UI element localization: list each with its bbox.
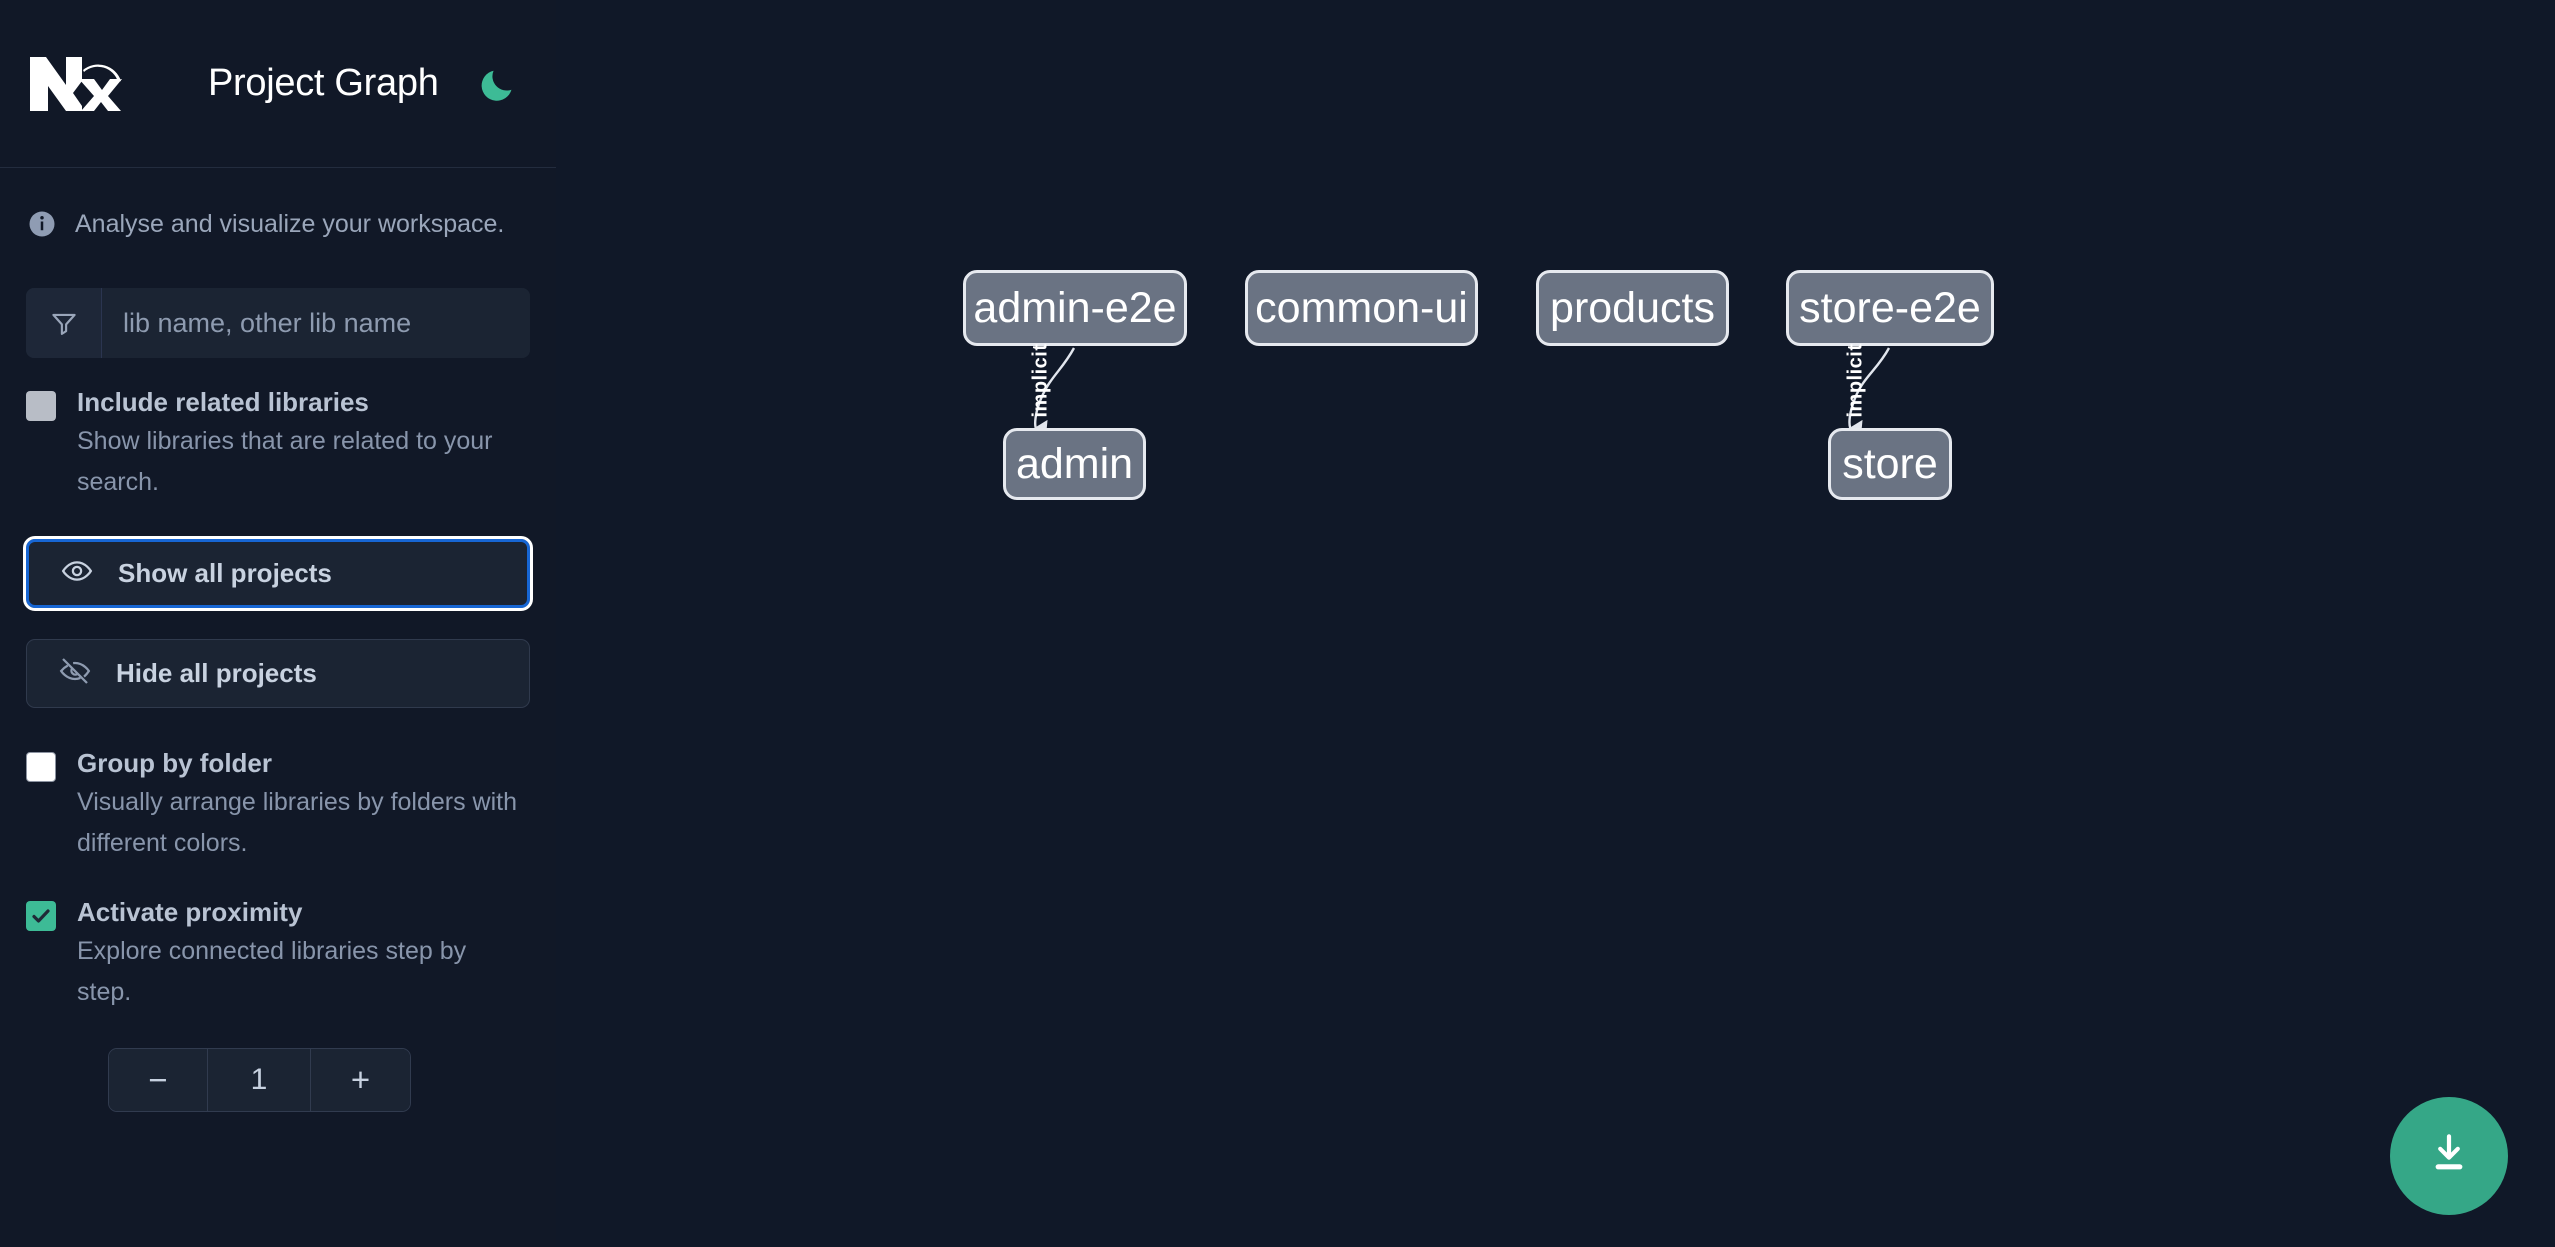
- page-title: Project Graph: [208, 62, 439, 104]
- proximity-increment-button[interactable]: +: [311, 1049, 410, 1111]
- graph-node-common-ui[interactable]: common-ui: [1245, 270, 1478, 346]
- option-group-by-folder[interactable]: Group by folder Visually arrange librari…: [0, 748, 556, 864]
- eye-off-icon: [59, 655, 91, 692]
- option-title: Group by folder: [77, 748, 272, 778]
- filter-icon: [26, 288, 102, 358]
- eye-icon: [61, 555, 93, 592]
- proximity-decrement-button[interactable]: −: [109, 1049, 208, 1111]
- graph-node-store-e2e[interactable]: store-e2e: [1786, 270, 1994, 346]
- option-include-related[interactable]: Include related libraries Show libraries…: [0, 387, 556, 503]
- group-by-folder-checkbox[interactable]: [26, 752, 56, 782]
- visibility-buttons: Show all projects Hide all projects: [0, 536, 556, 708]
- graph-node-admin-e2e[interactable]: admin-e2e: [963, 270, 1187, 346]
- edge-label-admin: implicit: [1029, 343, 1052, 418]
- activate-proximity-checkbox[interactable]: [26, 901, 56, 931]
- option-description: Visually arrange libraries by folders wi…: [77, 788, 518, 857]
- hide-all-projects-label: Hide all projects: [116, 658, 317, 688]
- sidebar-header: Project Graph: [0, 0, 556, 168]
- node-label: store: [1842, 439, 1938, 488]
- proximity-value: 1: [208, 1049, 311, 1111]
- tagline-text: Analyse and visualize your workspace.: [75, 209, 505, 238]
- node-label: store-e2e: [1799, 283, 1981, 332]
- graph-node-products[interactable]: products: [1536, 270, 1729, 346]
- info-icon: [26, 208, 58, 240]
- node-label: admin-e2e: [973, 283, 1177, 332]
- sidebar: Project Graph Analyse and visualize your…: [0, 0, 556, 1247]
- graph-canvas[interactable]: admin-e2e common-ui products store-e2e a…: [556, 0, 2555, 1247]
- hide-all-projects-button[interactable]: Hide all projects: [26, 639, 530, 708]
- option-activate-proximity[interactable]: Activate proximity Explore connected lib…: [0, 897, 556, 1013]
- option-description: Explore connected libraries step by step…: [77, 937, 467, 1006]
- proximity-stepper: − 1 +: [0, 1048, 556, 1112]
- show-all-projects-label: Show all projects: [118, 558, 332, 588]
- node-label: products: [1550, 283, 1715, 332]
- search-field[interactable]: [26, 288, 530, 358]
- include-related-checkbox[interactable]: [26, 391, 56, 421]
- tagline: Analyse and visualize your workspace.: [0, 182, 556, 266]
- node-label: admin: [1015, 439, 1134, 488]
- moon-icon[interactable]: [475, 61, 521, 107]
- download-graph-button[interactable]: [2390, 1097, 2508, 1215]
- graph-node-store[interactable]: store: [1828, 428, 1952, 500]
- nx-logo: [26, 53, 122, 115]
- edge-label-store: implicit: [1844, 343, 1867, 418]
- option-description: Show libraries that are related to your …: [77, 427, 493, 496]
- search-input[interactable]: [102, 288, 530, 358]
- node-label: common-ui: [1255, 283, 1468, 332]
- graph-edges: [1026, 347, 1891, 444]
- option-title: Include related libraries: [77, 387, 369, 417]
- download-icon: [2425, 1130, 2473, 1183]
- graph-node-admin[interactable]: admin: [1003, 428, 1146, 500]
- show-all-projects-button[interactable]: Show all projects: [23, 536, 533, 611]
- option-title: Activate proximity: [77, 897, 303, 927]
